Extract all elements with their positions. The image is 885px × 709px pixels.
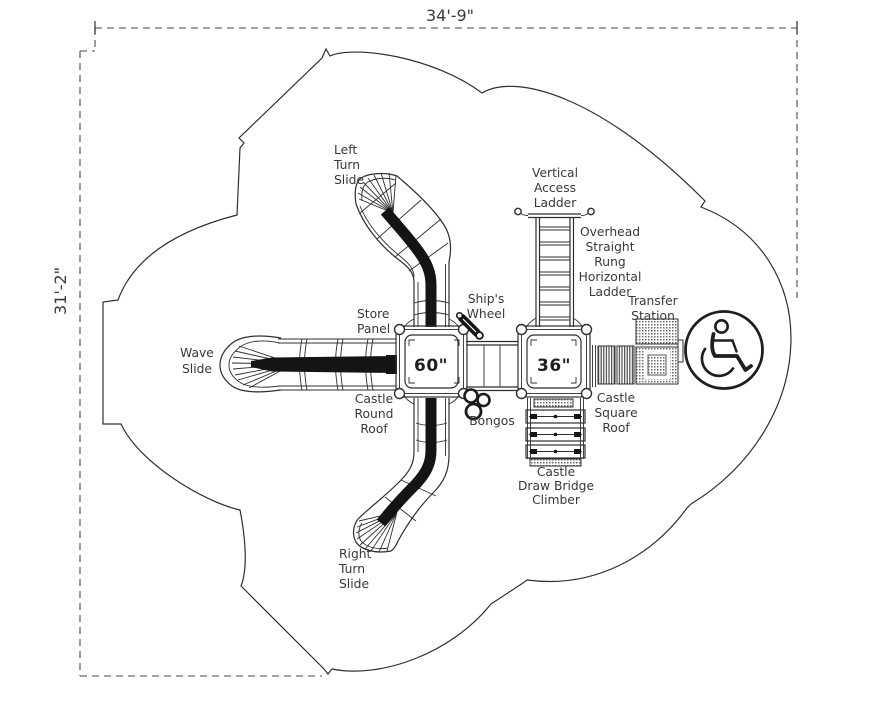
draw-bridge-climber [525, 398, 586, 467]
vertical-access-ladder-label: Vertical [532, 166, 578, 180]
transfer-platform-upper [635, 318, 679, 345]
castle-round-roof-label: Round [355, 407, 394, 421]
deck-36-size-label: 36" [537, 356, 571, 376]
climber-slat [525, 444, 586, 459]
overhead-ladder-label: Straight [585, 240, 634, 254]
left-turn-slide-label: Turn [333, 158, 360, 172]
castle-round-roof-label: Roof [360, 422, 388, 436]
component-labels: Left Turn Slide Vertical Access Ladder O… [180, 143, 679, 591]
ships-wheel-label: Wheel [467, 307, 506, 321]
wave-slide-bed [251, 356, 397, 373]
deck-post [580, 323, 593, 336]
height-dimension-label: 31'-2" [51, 267, 70, 315]
isa-wheel [700, 347, 735, 378]
draw-bridge-climber-label: Draw Bridge [518, 479, 594, 493]
castle-round-roof-label: Castle [355, 392, 393, 406]
wave-slide [219, 335, 397, 393]
overhead-ladder-label: Rung [594, 255, 625, 269]
transfer-station [592, 318, 684, 387]
vertical-access-ladder-label: Ladder [534, 196, 578, 210]
wave-slide-attachment [386, 355, 397, 374]
store-panel-label: Panel [357, 322, 390, 336]
width-dimension-label: 34'-9" [426, 6, 474, 25]
climber-slat [525, 427, 586, 442]
climber-base-bar [529, 458, 582, 467]
transfer-platform-inset-pad [647, 354, 667, 376]
deck-36: 36" [515, 317, 593, 400]
left-turn-slide-label: Left [334, 143, 357, 157]
ladder-handle [587, 207, 595, 216]
overhead-ladder-label: Horizontal [579, 270, 642, 284]
use-zone-border [102, 47, 792, 675]
wave-slide-label: Wave [180, 346, 214, 360]
draw-bridge-climber-label: Castle [537, 465, 575, 479]
left-turn-slide [354, 172, 452, 327]
deck-post [393, 323, 406, 336]
isa-arm [712, 339, 738, 353]
draw-bridge-climber-label: Climber [532, 493, 581, 507]
castle-square-roof-label: Castle [597, 391, 635, 405]
overhead-ladder [514, 207, 595, 327]
right-turn-slide [352, 398, 450, 553]
vertical-access-ladder-label: Access [534, 181, 576, 195]
castle-square-roof-label: Roof [602, 421, 630, 435]
transfer-step [597, 345, 616, 385]
left-turn-slide-label: Slide [334, 173, 364, 187]
dimension-lines: 34'-9" 31'-2" [51, 6, 798, 677]
isa-head [713, 318, 729, 334]
ships-wheel [455, 311, 484, 340]
deck-post [393, 387, 406, 400]
isa-body [710, 332, 753, 372]
right-turn-slide-label: Turn [338, 562, 365, 576]
right-turn-slide-bed [376, 398, 437, 527]
store-panel-label: Store [357, 307, 390, 321]
deck-post [580, 387, 593, 400]
bongos [463, 388, 491, 421]
left-turn-slide-bed [380, 207, 437, 327]
wave-slide-label: Slide [182, 362, 212, 376]
climber-slat [525, 409, 586, 424]
bridge [466, 340, 518, 392]
deck-post [515, 387, 528, 400]
ships-wheel-label: Ship's [468, 292, 505, 306]
dimension-tick [94, 21, 798, 34]
right-turn-slide-label: Slide [339, 577, 369, 591]
transfer-step [616, 345, 635, 385]
wheelchair-accessible-icon [684, 310, 764, 390]
overhead-ladder-label: Overhead [580, 225, 640, 239]
deck-post [515, 323, 528, 336]
deck-60-size-label: 60" [414, 356, 448, 376]
deck-60: 60" [393, 318, 470, 405]
ladder-handle [514, 207, 522, 216]
transfer-station-label: Station [631, 309, 675, 323]
bongos-label: Bongos [469, 414, 515, 428]
castle-square-roof-label: Square [594, 406, 637, 420]
transfer-station-label: Transfer [627, 294, 678, 308]
right-turn-slide-label: Right [339, 547, 372, 561]
left-turn-slide-fan-lines [357, 172, 397, 214]
overhead-ladder-label: Ladder [589, 285, 633, 299]
transfer-side-tab [677, 339, 684, 363]
